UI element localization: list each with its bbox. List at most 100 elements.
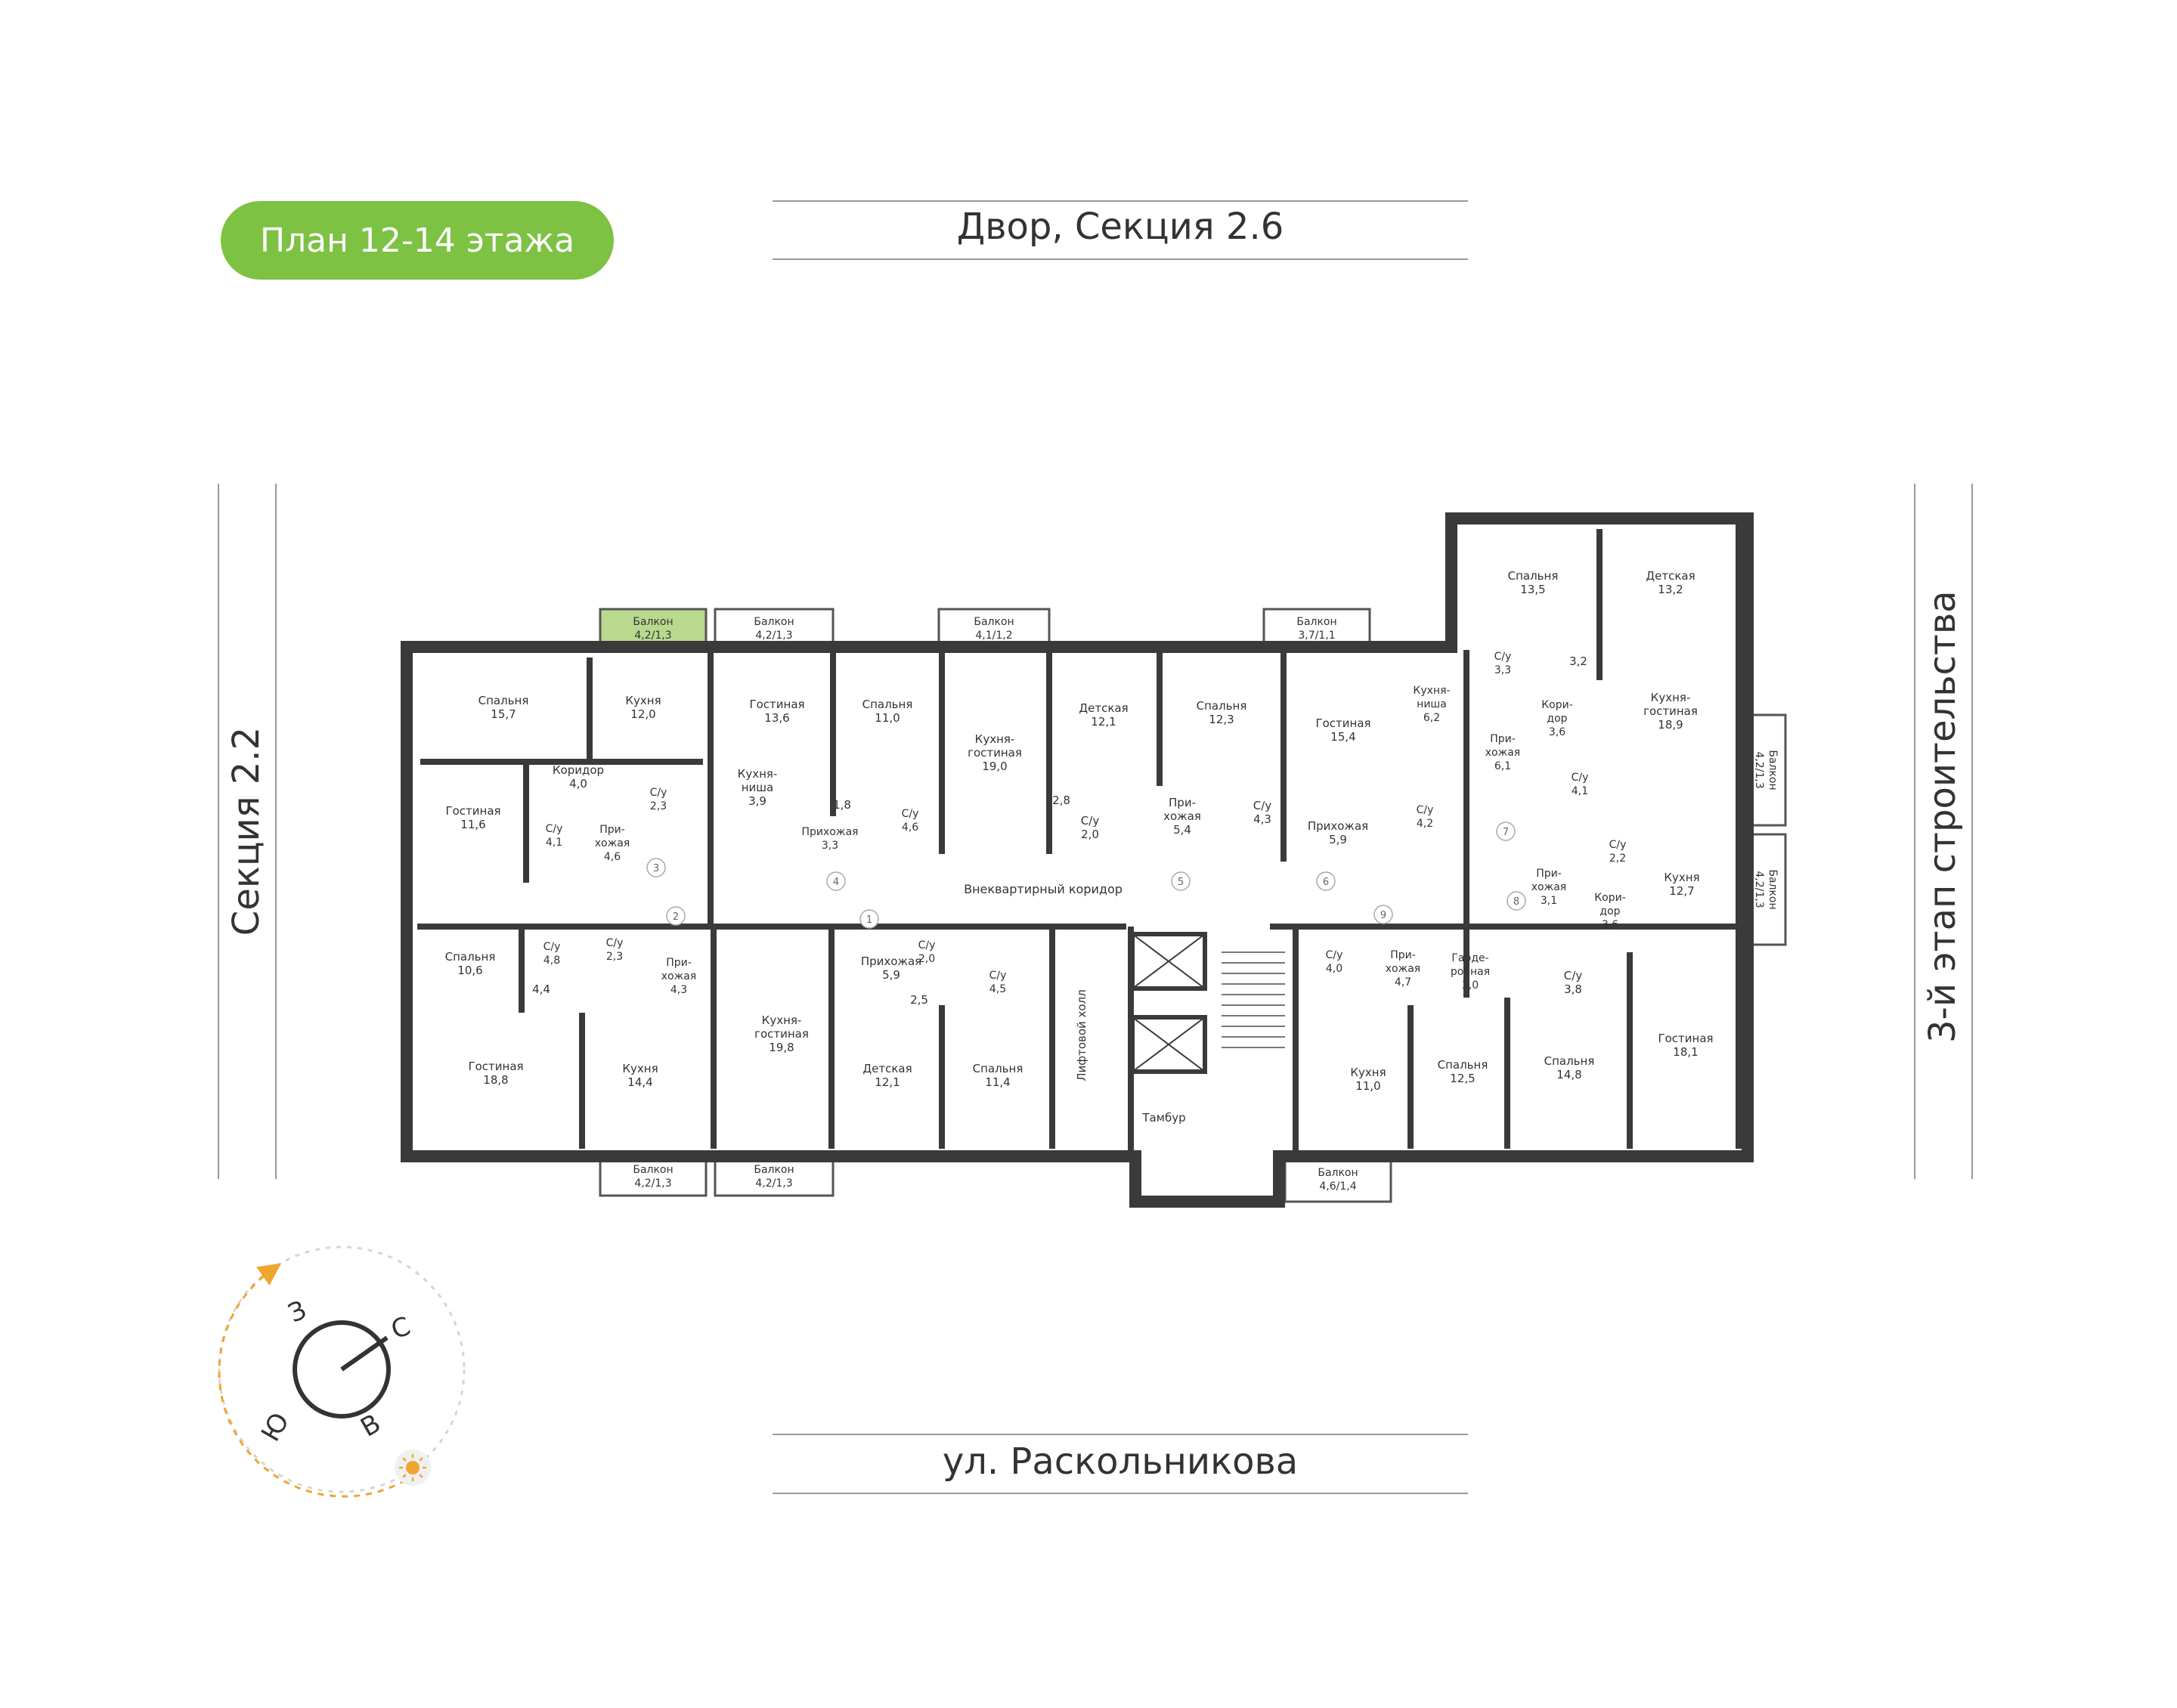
- apartment-door-7: [1496, 822, 1516, 841]
- apartment-door-2: [666, 906, 686, 926]
- compass-dial: [293, 1320, 391, 1419]
- sun-path-arc: [218, 1263, 417, 1498]
- lift-shaft-2: [1130, 1015, 1207, 1074]
- lift-shaft-2-cross: [1132, 1016, 1206, 1072]
- lift-shaft-1: [1130, 932, 1207, 991]
- bottom-side-label: ул. Раскольникова: [942, 1440, 1299, 1483]
- apartment-door-4: [826, 871, 846, 891]
- small-area-a2: 2,8: [1052, 794, 1070, 807]
- apartment-number-9: 9: [1380, 910, 1386, 921]
- left-rule-inner: [275, 484, 277, 1179]
- compass-orbit: [218, 1245, 466, 1493]
- small-area-a4: 4,4: [532, 982, 550, 996]
- apartment-number-3: 3: [653, 863, 659, 874]
- right-rule-outer: [1971, 484, 1973, 1179]
- apartment-door-3: [646, 858, 666, 877]
- apartment-number-5: 5: [1178, 877, 1184, 888]
- sun-ray: [402, 1457, 407, 1462]
- apartment-door-9: [1373, 905, 1393, 924]
- tambur-label: Тамбур: [1141, 1111, 1185, 1125]
- apartment-number-6: 6: [1323, 877, 1329, 888]
- left-rule-outer: [218, 484, 219, 1179]
- compass-needle: [340, 1335, 389, 1372]
- balcony-b7: [1284, 1155, 1392, 1203]
- apartment-number-1: 1: [866, 914, 872, 926]
- sun-icon: [406, 1461, 420, 1474]
- balcony-b8: [1746, 713, 1787, 827]
- compass-letter-w: З: [283, 1295, 311, 1329]
- small-area-a3: 3,2: [1569, 654, 1587, 668]
- apartment-number-8: 8: [1513, 896, 1519, 908]
- sun-ray: [419, 1457, 423, 1462]
- top-rule-upper: [773, 200, 1468, 202]
- lift-shaft-1-cross: [1132, 933, 1206, 989]
- sun-ray: [402, 1474, 407, 1478]
- small-area-a1: 1,8: [833, 798, 851, 812]
- right-rule-inner: [1914, 484, 1915, 1179]
- balcony-b3: [937, 608, 1051, 648]
- bottom-rule-upper: [773, 1434, 1468, 1435]
- apartment-number-7: 7: [1503, 827, 1509, 838]
- bottom-rule-lower: [773, 1493, 1468, 1494]
- apartment-door-8: [1507, 891, 1526, 911]
- balcony-label-b9: Балкон4,2/1,3: [1753, 869, 1779, 909]
- lift-hall-label: Лифтовой холл: [1075, 989, 1088, 1081]
- apartment-door-5: [1171, 871, 1191, 891]
- top-side-label: Двор, Секция 2.6: [956, 206, 1284, 248]
- apartment-door-1: [859, 909, 879, 929]
- plan-title-badge: План 12-14 этажа: [221, 201, 614, 280]
- top-rule-lower: [773, 258, 1468, 260]
- sun-ray: [419, 1474, 423, 1478]
- compass-letter-s: Ю: [255, 1408, 296, 1447]
- apartment-number-4: 4: [833, 877, 839, 888]
- balcony-b1: [599, 608, 708, 648]
